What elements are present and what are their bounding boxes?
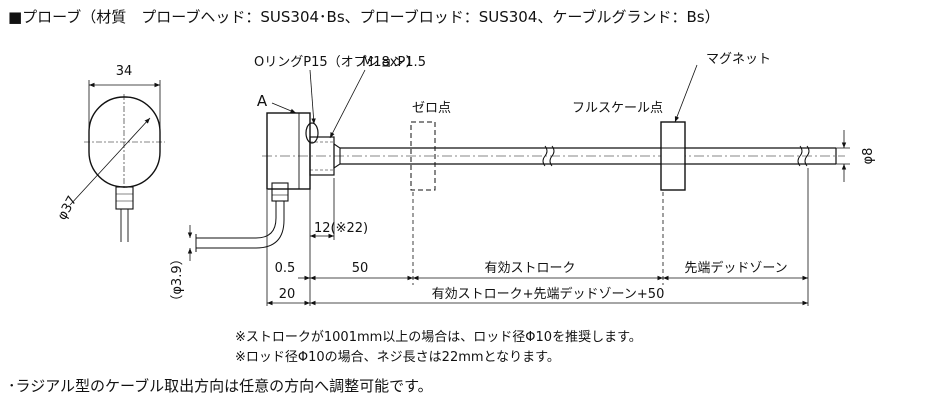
- rod-break-2b: [804, 145, 810, 167]
- dimensions: [187, 130, 850, 306]
- probe-head-block: [266, 112, 311, 190]
- dim-20-label: 20: [279, 287, 296, 302]
- note-rod-diameter: ※ストロークが1001mm以上の場合は、ロッド径Φ10を推奨します。: [235, 330, 642, 345]
- cable-upper-edge: [196, 201, 277, 239]
- cable-lower-edge: [196, 201, 285, 249]
- spec-heading: ■プローブ（材質 プローブヘッド：SUS304･Bs、プローブロッド：SUS30…: [8, 8, 720, 26]
- cable-gland-main: [271, 182, 289, 202]
- probe-main-view: [195, 112, 845, 252]
- probe-side-view: [69, 80, 165, 242]
- diameter-leader: [69, 117, 151, 206]
- dim-0-5-label: 0.5: [275, 261, 296, 276]
- oring: [305, 122, 319, 144]
- note-thread-length: ※ロッド径Φ10の場合、ネジ長さは22mmとなります。: [235, 350, 560, 365]
- full-scale-point-label: フルスケール点: [572, 101, 663, 116]
- cable-direction-note: ･ラジアル型のケーブル取出方向は任意の方向へ調整可能です。: [8, 377, 433, 395]
- rod-break-1a: [542, 145, 548, 167]
- rod-diameter-label: φ8: [861, 148, 876, 165]
- head-width-label: 34: [116, 64, 133, 79]
- oring-leader: [309, 69, 316, 125]
- zero-point-magnet-outline: [410, 121, 436, 191]
- magnet: [660, 121, 686, 191]
- dim-50-label: 50: [352, 261, 369, 276]
- thread-length-label: 12(※22): [314, 221, 368, 236]
- dead-zone-label: 先端デッドゾーン: [684, 260, 787, 276]
- zero-point-label: ゼロ点: [412, 101, 451, 116]
- thread-label: M18xP1.5: [362, 55, 426, 70]
- magnet-leader: [674, 64, 698, 123]
- detail-a-label: A: [257, 92, 268, 110]
- oring-label: OリングP15（オプション）: [254, 55, 419, 70]
- drawing-labels: 34 φ37 A OリングP15（オプション） M18xP1.5 ゼロ点 フルス…: [55, 52, 876, 308]
- rod-break-2a: [797, 145, 803, 167]
- effective-stroke-label: 有効ストローク: [484, 261, 575, 276]
- cable-gland-side: [115, 186, 134, 210]
- total-length-label: 有効ストローク+先端デッドゾーン+50: [432, 286, 665, 302]
- magnet-label: マグネット: [706, 52, 771, 67]
- rod-break-1b: [549, 145, 555, 167]
- thread-leader: [329, 69, 366, 139]
- cable-diameter-label: （φ3.9）: [170, 252, 185, 307]
- detail-a-leader: [271, 102, 297, 114]
- leaders: [271, 64, 698, 139]
